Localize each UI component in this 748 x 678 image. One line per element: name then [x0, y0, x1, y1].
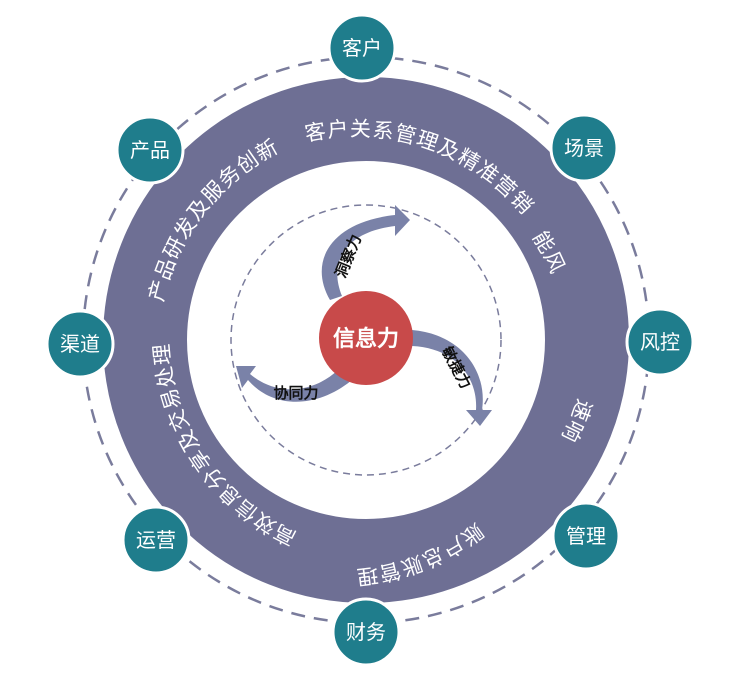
center-circle [319, 291, 413, 385]
node-scene-label: 场景 [564, 136, 604, 160]
node-risk: 风控 [625, 307, 695, 377]
node-customer-label: 客户 [342, 36, 382, 60]
synergy-arrow [236, 366, 352, 402]
capability-synergy-label: 协同力 [273, 384, 318, 402]
node-finance-label: 财务 [346, 620, 386, 644]
node-operation-label: 运营 [136, 528, 176, 552]
center-label: 信息力 [333, 326, 399, 352]
insight-arrow [321, 205, 410, 300]
node-product-label: 产品 [130, 138, 170, 162]
inner-dashed-ring [230, 204, 502, 476]
node-finance: 财务 [331, 597, 401, 667]
node-management: 管理 [551, 501, 621, 571]
agility-arrow [412, 330, 492, 426]
node-product: 产品 [115, 115, 185, 185]
node-customer: 客户 [327, 13, 397, 83]
node-operation: 运营 [121, 505, 191, 575]
process-ring [103, 77, 629, 603]
node-scene: 场景 [549, 113, 619, 183]
node-risk-label: 风控 [640, 330, 680, 354]
node-management-label: 管理 [566, 524, 606, 548]
node-channel-label: 渠道 [60, 332, 100, 356]
node-channel: 渠道 [45, 309, 115, 379]
